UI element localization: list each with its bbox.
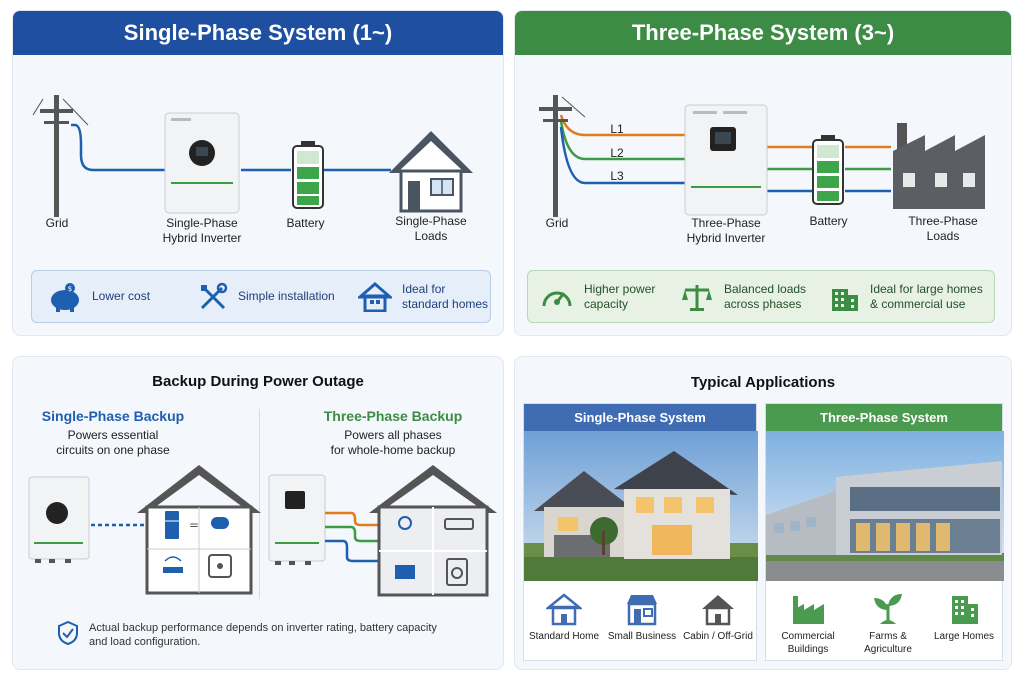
single-phase-features: $ Lower cost Simple installation Ideal f… [31,270,491,323]
app-label: Small Business [607,631,677,642]
inverter-icon [164,112,240,214]
feature-higher-power: Higher power capacity [540,282,655,312]
shield-icon [58,621,78,645]
home-icon [358,281,392,312]
house-icon: = [137,465,261,595]
grid-label: Grid [545,216,569,230]
plant-icon [874,594,902,624]
tools-icon [200,282,228,309]
piggy-bank-icon: $ [51,282,79,312]
applications-panel: Typical Applications Single-Phase System… [514,356,1012,670]
line-label-l2: L2 [610,146,624,160]
app-cabin-off-grid: Cabin / Off-Grid [678,592,758,643]
shop-icon [627,595,657,626]
factory-icon [793,596,824,624]
app-label: Cabin / Off-Grid [683,631,753,642]
utility-pole-icon [539,95,586,217]
battery-label: Battery [809,214,848,228]
feature-text: Ideal for large homes & commercial use [870,281,983,311]
cabin-icon [702,595,734,626]
backup-note-text: Actual backup performance depends on inv… [89,622,437,648]
loads-label: Three-Phase Loads [908,214,978,243]
feature-standard-homes: Ideal for standard homes [358,282,488,312]
app-commercial-buildings: Commercial Buildings [768,592,848,656]
house-icon [546,593,582,626]
divider [259,409,260,599]
three-phase-features: Higher power capacity Balanced loads acr… [527,270,995,323]
applications-title: Typical Applications [690,374,836,391]
app-farms-agriculture: Farms & Agriculture [848,592,928,656]
grid-label: Grid [45,216,69,230]
backup-diagram: = [28,465,497,597]
single-phase-title: Single-Phase System (1~) [13,11,503,55]
feature-text: Balanced loads across phases [724,281,807,311]
single-phase-diagram [32,95,473,217]
feature-text: Ideal for standard homes [402,281,489,311]
backup-title: Backup During Power Outage [152,373,364,390]
three-phase-panel: Three-Phase System (3~) [514,10,1012,336]
building-icon [832,288,858,311]
backup-panel: Backup During Power Outage Single-Phase … [12,356,504,670]
three-phase-diagram [539,95,985,217]
battery-label: Battery [286,216,325,230]
feature-simple-installation: Simple installation [198,282,335,312]
house-icon [369,465,497,597]
line-label-l3: L3 [610,169,624,183]
app-label: Standard Home [528,631,600,642]
loads-label: Single-Phase Loads [395,214,467,243]
inverter-icon [684,104,768,216]
battery-icon [812,135,844,205]
feature-text: Higher power capacity [584,281,656,311]
three-backup-title: Three-Phase Backup [323,408,463,424]
app-small-business: Small Business [602,592,682,643]
factory-icon [893,123,985,209]
gauge-icon [542,291,572,306]
inverter-icon [268,474,326,565]
house-icon [389,131,473,213]
app-large-homes: Large Homes [924,592,1004,643]
inverter-label: Three-Phase Hybrid Inverter [686,216,766,245]
feature-lower-cost: $ Lower cost [48,282,150,312]
app-label: Farms & Agriculture [864,631,912,655]
house-photo [524,431,758,581]
single-backup-text: Powers essential circuits on one phase [56,428,170,457]
inverter-icon [28,476,90,563]
single-backup-title: Single-Phase Backup [41,408,185,424]
svg-text:=: = [189,518,199,532]
app-standard-home: Standard Home [524,592,604,643]
app-label: Large Homes [933,631,995,642]
single-phase-app-card: Single-Phase System Standard Home Sma [523,403,758,661]
commercial-building-photo [766,431,1004,581]
svg-text:$: $ [68,285,72,293]
three-backup-text: Powers all phases for whole-home backup [330,428,456,457]
three-phase-app-title: Three-Phase System [766,404,1002,431]
feature-text: Simple installation [238,289,335,303]
feature-text: Lower cost [92,289,151,303]
three-phase-title: Three-Phase System (3~) [515,11,1011,55]
single-phase-app-title: Single-Phase System [524,404,756,431]
app-label: Commercial Buildings [781,631,835,655]
three-phase-app-card: Three-Phase System Commercial Buildings … [765,403,1004,661]
backup-note: Actual backup performance depends on inv… [57,621,497,649]
single-phase-panel: Single-Phase System (1~) [12,10,504,336]
tall-building-icon [952,596,978,624]
battery-icon [292,141,324,209]
scale-icon [682,284,712,311]
inverter-label: Single-Phase Hybrid Inverter [162,216,242,245]
line-label-l1: L1 [610,122,624,136]
feature-large-homes: Ideal for large homes & commercial use [828,281,983,313]
utility-pole-icon [32,95,89,217]
feature-balanced-loads: Balanced loads across phases [680,282,806,312]
